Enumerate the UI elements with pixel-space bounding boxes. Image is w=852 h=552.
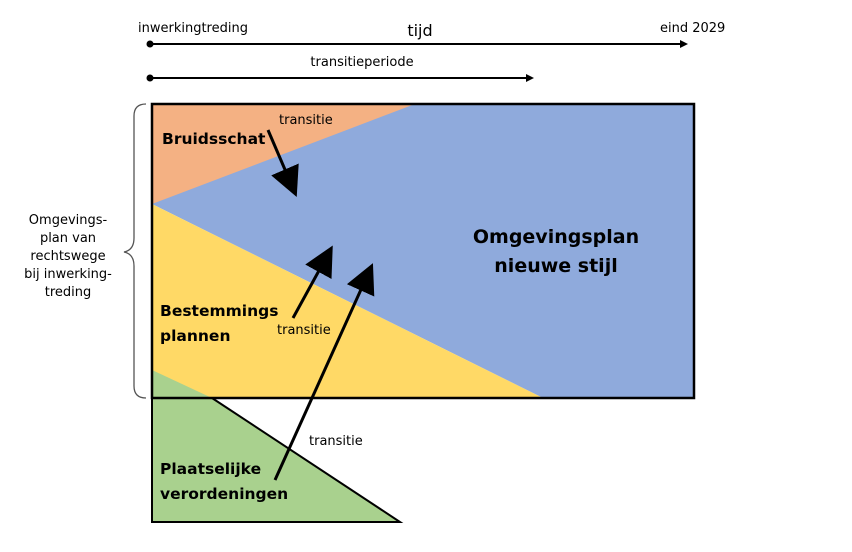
transition-label-verordeningen: transitie [309,434,363,449]
verordeningen-label-line-2: verordeningen [160,485,288,503]
brace-label-line-2: plan van [40,231,96,246]
brace-label-line-4: bij inwerking- [24,267,112,282]
brace-label-line-3: rechtswege [30,249,105,264]
omgevingsplan-label-line-1: Omgevingsplan [473,226,639,248]
bestemmingsplannen-label-line-1: Bestemmings [160,302,278,320]
timeline-axis-label: tijd [407,21,432,40]
plaatselijke-verordeningen-region [152,370,400,522]
transition-label-bestemmingsplannen: transitie [277,323,331,338]
brace [123,103,147,399]
omgevingsplan-frame [150,102,696,400]
omgevingsplan-label-line-2: nieuwe stijl [494,255,617,277]
verordeningen-label-line-1: Plaatselijke [160,460,261,478]
brace-label: Omgevings- plan van rechtswege bij inwer… [24,213,112,300]
bestemmingsplannen-region [152,204,543,398]
transition-period-label: transitieperiode [310,55,413,70]
timeline-start-label: inwerkingtreding [138,21,248,36]
bestemmingsplannen-label-line-2: plannen [160,327,230,345]
bruidsschat-region [152,104,415,204]
transition-label-bruidsschat: transitie [279,113,333,128]
verordeningen-outline [151,397,404,523]
brace-label-line-5: treding [45,285,92,300]
transition-arrow-verordeningen [273,263,375,481]
transition-arrow-bruidsschat [266,129,299,198]
bruidsschat-label: Bruidsschat [162,130,266,148]
transition-arrow-bestemmingsplannen [291,245,333,319]
timeline: inwerkingtreding tijd eind 2029 transiti… [138,21,725,82]
brace-label-line-1: Omgevings- [29,213,108,228]
timeline-end-label: eind 2029 [660,21,725,36]
